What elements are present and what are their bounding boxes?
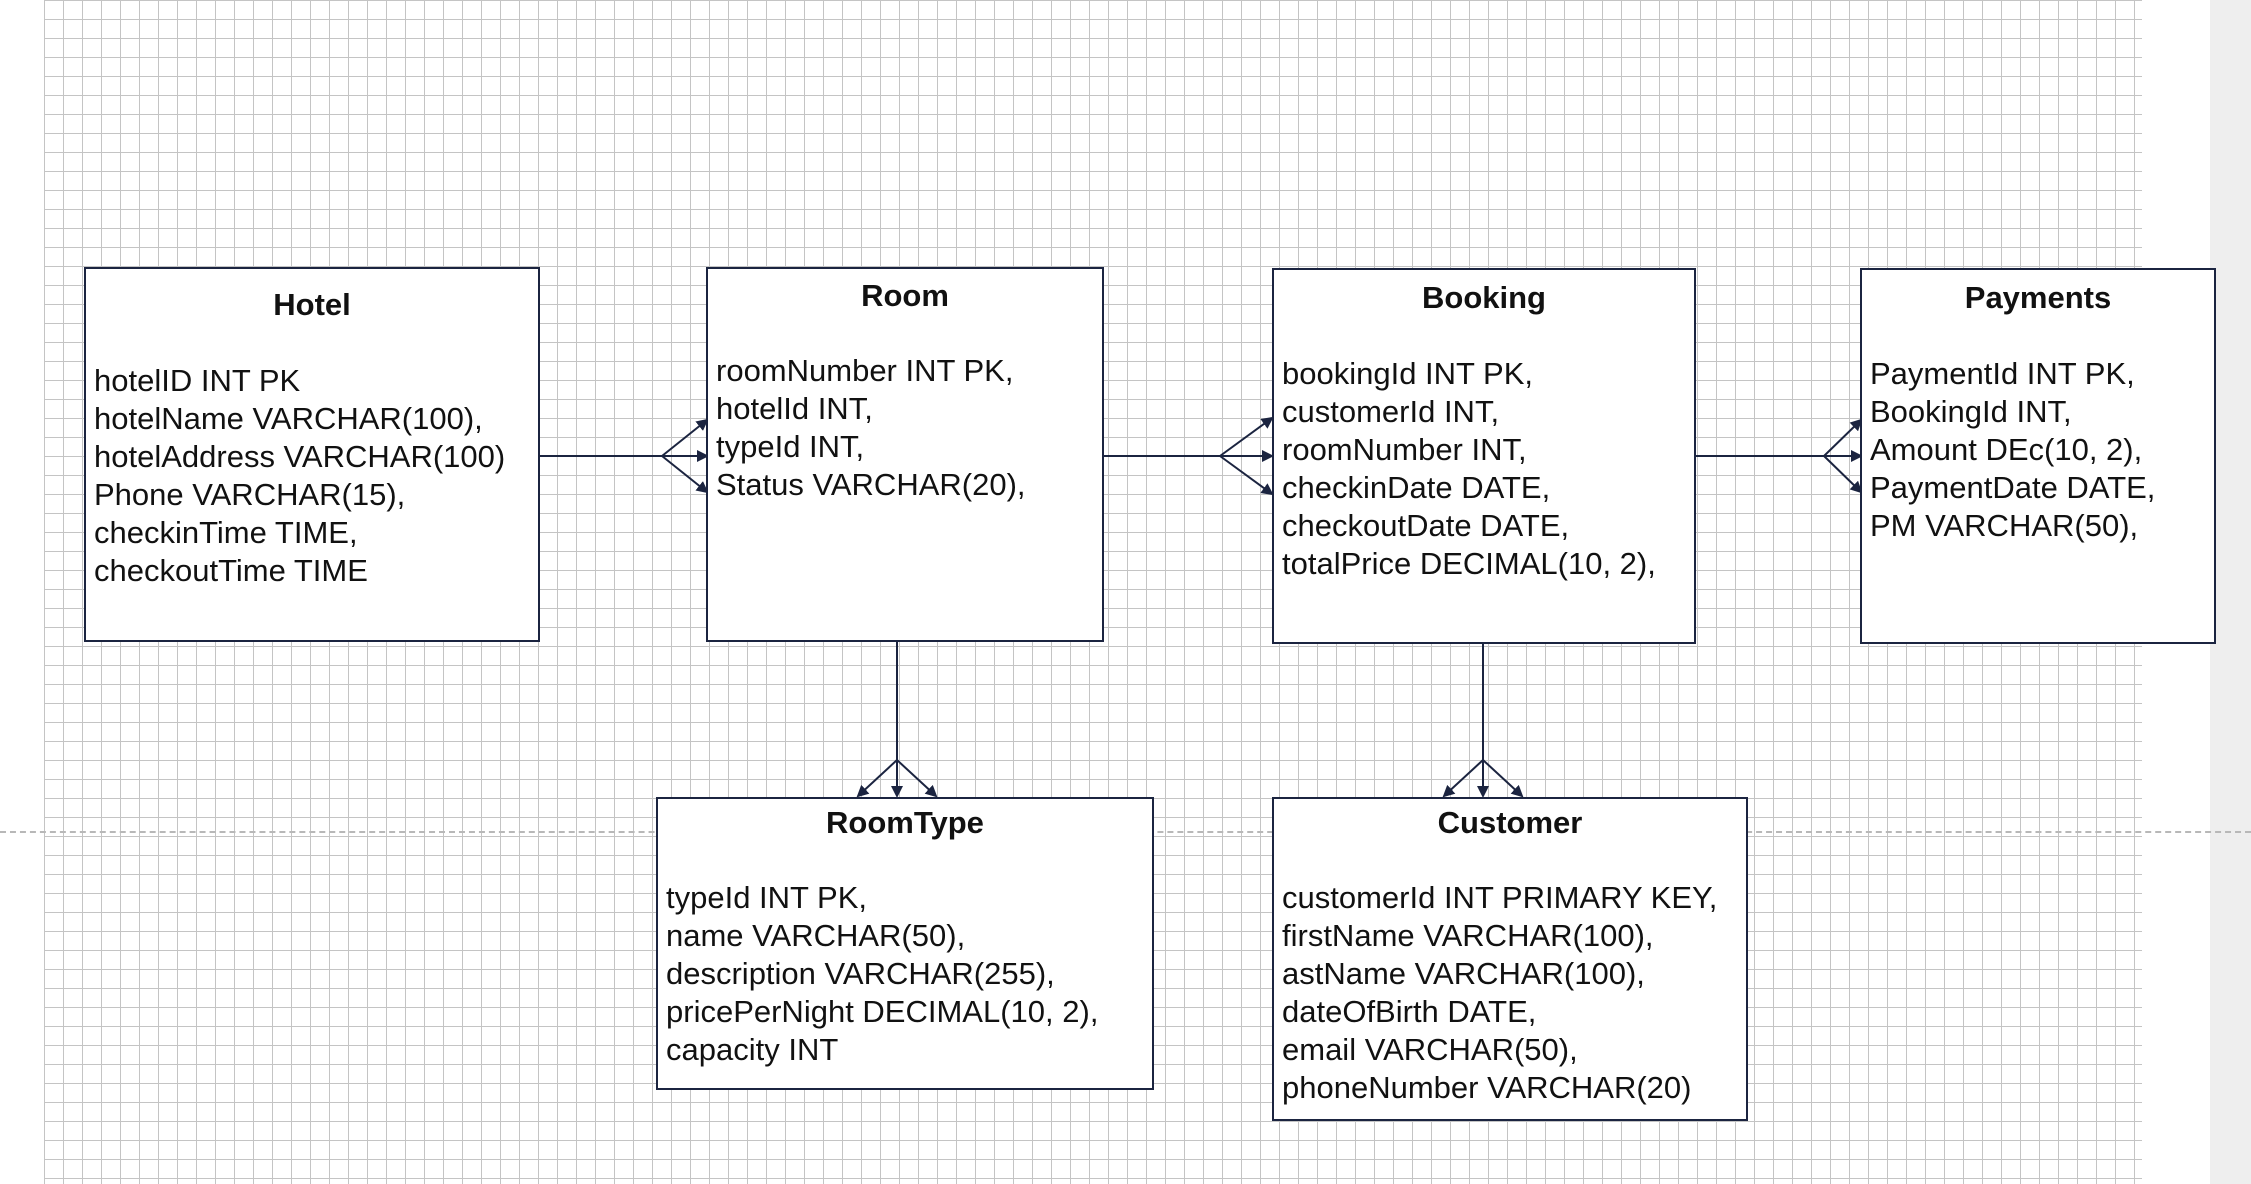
entity-title: Booking [1422, 280, 1546, 315]
entity-title: Room [861, 278, 949, 313]
entity-field: roomNumber INT, [1282, 432, 1527, 467]
entity-title: Hotel [273, 287, 351, 322]
entity-field: PaymentDate DATE, [1870, 470, 2156, 505]
entity-fields: roomNumber INT PK,hotelId INT,typeId INT… [716, 352, 1098, 504]
entity-field: roomNumber INT PK, [716, 353, 1014, 388]
entity-field: checkinDate DATE, [1282, 470, 1551, 505]
entity-field: Status VARCHAR(20), [716, 467, 1026, 502]
entity-field: checkinTime TIME, [94, 515, 358, 550]
entity-title: Payments [1964, 280, 2112, 315]
entity-field: checkoutTime TIME [94, 553, 368, 588]
entity-field: hotelID INT PK [94, 363, 301, 398]
entity-field: totalPrice DECIMAL(10, 2), [1282, 546, 1656, 581]
entity-title: RoomType [826, 805, 984, 840]
entity-roomtype[interactable]: RoomType typeId INT PK,name VARCHAR(50),… [656, 797, 1154, 1090]
entity-field: capacity INT [666, 1032, 839, 1067]
entity-field: checkoutDate DATE, [1282, 508, 1570, 543]
entity-fields: bookingId INT PK,customerId INT,roomNumb… [1282, 355, 1690, 583]
entity-fields: PaymentId INT PK,BookingId INT,Amount DE… [1870, 355, 2210, 545]
entity-field: phoneNumber VARCHAR(20) [1282, 1070, 1692, 1105]
entity-payments[interactable]: Payments PaymentId INT PK,BookingId INT,… [1860, 268, 2216, 644]
entity-customer[interactable]: Customer customerId INT PRIMARY KEY,firs… [1272, 797, 1748, 1121]
entity-field: PaymentId INT PK, [1870, 356, 2135, 391]
entity-field: email VARCHAR(50), [1282, 1032, 1578, 1067]
entity-fields: customerId INT PRIMARY KEY,firstName VAR… [1282, 879, 1742, 1107]
entity-field: name VARCHAR(50), [666, 918, 966, 953]
entity-field: astName VARCHAR(100), [1282, 956, 1645, 991]
entity-field: hotelId INT, [716, 391, 873, 426]
entity-field: customerId INT PRIMARY KEY, [1282, 880, 1718, 915]
entity-field: customerId INT, [1282, 394, 1500, 429]
entity-field: Phone VARCHAR(15), [94, 477, 406, 512]
entity-fields: typeId INT PK,name VARCHAR(50),descripti… [666, 879, 1148, 1069]
entity-field: typeId INT, [716, 429, 865, 464]
right-side-panel [2210, 0, 2251, 1184]
entity-room[interactable]: Room roomNumber INT PK,hotelId INT,typeI… [706, 267, 1104, 642]
entity-booking[interactable]: Booking bookingId INT PK,customerId INT,… [1272, 268, 1696, 644]
entity-field: description VARCHAR(255), [666, 956, 1055, 991]
entity-field: firstName VARCHAR(100), [1282, 918, 1654, 953]
entity-field: hotelAddress VARCHAR(100) [94, 439, 506, 474]
entity-field: pricePerNight DECIMAL(10, 2), [666, 994, 1099, 1029]
entity-field: BookingId INT, [1870, 394, 2072, 429]
entity-field: PM VARCHAR(50), [1870, 508, 2139, 543]
entity-field: hotelName VARCHAR(100), [94, 401, 483, 436]
entity-field: dateOfBirth DATE, [1282, 994, 1537, 1029]
entity-field: Amount DEc(10, 2), [1870, 432, 2143, 467]
entity-title: Customer [1437, 805, 1583, 840]
entity-field: bookingId INT PK, [1282, 356, 1534, 391]
entity-field: typeId INT PK, [666, 880, 868, 915]
